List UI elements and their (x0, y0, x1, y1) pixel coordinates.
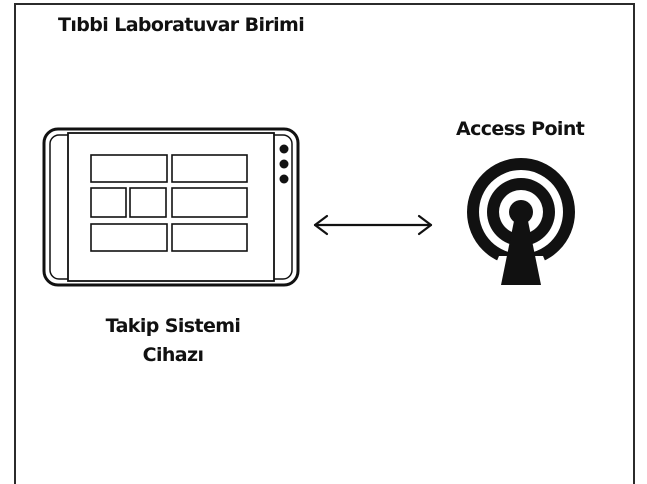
tablet-buttons (279, 144, 289, 184)
device-label-line2: Cihazı (142, 344, 204, 366)
device-label-line1: Takip Sistemi (105, 315, 241, 337)
tablet-device-icon (42, 127, 300, 287)
device-label: Takip Sistemi Cihazı (88, 312, 258, 370)
diagram-title: Tıbbi Laboratuvar Birimi (58, 14, 305, 36)
wifi-access-point-icon (467, 158, 575, 285)
tablet-screen-tiles (90, 154, 248, 252)
bidirectional-arrow-icon (313, 214, 433, 236)
diagram-frame (14, 3, 635, 484)
access-point-label: Access Point (456, 118, 585, 140)
